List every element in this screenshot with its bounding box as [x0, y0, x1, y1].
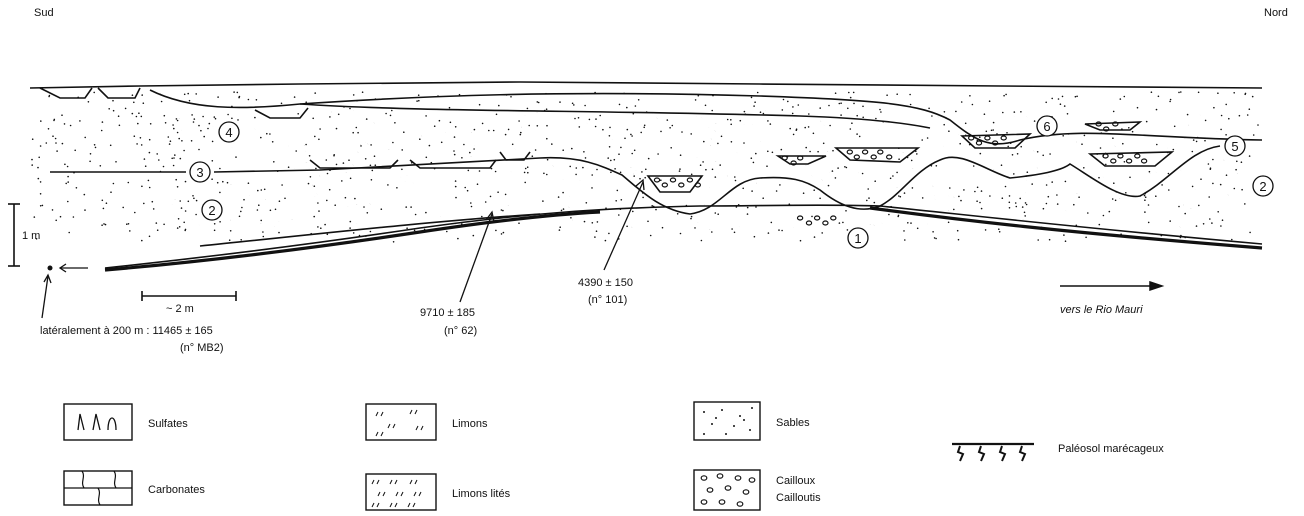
- svg-text:5: 5: [1231, 139, 1238, 154]
- horizontal-scale-label: ~ 2 m: [166, 303, 194, 315]
- pebble-icon: [654, 178, 659, 182]
- vertical-scale-label: 1 m: [22, 230, 40, 242]
- dating-62-value: 9710 ± 185: [420, 307, 475, 319]
- legend-carbonates: Carbonates: [64, 471, 205, 505]
- pebble-icon: [798, 156, 803, 160]
- dating-101-value: 4390 ± 150: [578, 277, 633, 289]
- legend-limons: Limons: [366, 404, 488, 440]
- legend-limons-label: Limons: [452, 418, 488, 430]
- pebble-icon: [976, 141, 981, 145]
- pebble-icon: [1127, 159, 1132, 163]
- paleosol-symbol-icon: [958, 446, 1025, 461]
- unit-label-6: 6: [1037, 116, 1057, 136]
- lateral-dating-label: latéralement à 200 m : 11465 ± 165: [40, 325, 213, 337]
- pebble-icon: [871, 155, 876, 159]
- pebble-icon: [831, 216, 836, 220]
- dating-101-sample: (n° 101): [588, 294, 627, 306]
- pebble-icon: [878, 150, 883, 154]
- ground-surface-line: [30, 82, 1262, 88]
- pebble-icon: [815, 216, 820, 220]
- unit-label-2-left: 2: [202, 200, 222, 220]
- legend-sulfates: Sulfates: [64, 404, 188, 440]
- legend: Sulfates Carbonates Limons Limons lités: [64, 402, 1164, 510]
- unit-label-4: 4: [219, 122, 239, 142]
- svg-text:2: 2: [208, 203, 215, 218]
- direction-label: vers le Rio Mauri: [1060, 304, 1143, 316]
- upper-inner-line: [300, 104, 930, 128]
- svg-text:6: 6: [1043, 119, 1050, 134]
- pebble-icon: [1118, 154, 1123, 158]
- legend-paleosol-label: Paléosol marécageux: [1058, 443, 1164, 455]
- legend-cailloux-label: Cailloux: [776, 475, 816, 487]
- lateral-arrow: [60, 264, 88, 272]
- lateral-sample-label: (n° MB2): [180, 342, 224, 354]
- carbonate-block: [40, 88, 140, 98]
- upper-channel-line: [150, 90, 1262, 144]
- orientation-nord-label: Nord: [1264, 7, 1288, 19]
- dating-101-pointer: [604, 180, 644, 270]
- pebble-icon: [662, 183, 667, 187]
- unit-label-1: 1: [848, 228, 868, 248]
- legend-cailloutis-label: Cailloutis: [776, 492, 821, 504]
- dating-62-sample: (n° 62): [444, 325, 477, 337]
- pebble-icon: [670, 178, 675, 182]
- unit-label-2-right: 2: [1253, 176, 1273, 196]
- unit-label-5: 5: [1225, 136, 1245, 156]
- svg-text:2: 2: [1259, 179, 1266, 194]
- carbonate-lens: [255, 108, 308, 118]
- pebble-icon: [887, 155, 892, 159]
- orientation-sud-label: Sud: [34, 7, 54, 19]
- pebble-icon: [687, 178, 692, 182]
- lower-boundary-line: [105, 205, 1262, 268]
- legend-limons-lites: Limons lités: [366, 474, 511, 510]
- lateral-sample-point: [48, 266, 53, 271]
- lateral-pointer: [42, 275, 51, 318]
- legend-paleosol: Paléosol marécageux: [952, 443, 1164, 461]
- pebble-icon: [823, 221, 828, 225]
- unit3-boundary-line: [50, 146, 1220, 214]
- unit-label-3: 3: [190, 162, 210, 182]
- pebble-icon: [1135, 154, 1140, 158]
- legend-sables-label: Sables: [776, 417, 810, 429]
- pebble-icon: [969, 136, 974, 140]
- cross-section: [30, 82, 1262, 270]
- svg-text:1: 1: [854, 231, 861, 246]
- pebble-icon: [806, 221, 811, 225]
- pebble-icon: [854, 155, 859, 159]
- pebble-marks: [654, 122, 1146, 225]
- pebble-icon: [985, 136, 990, 140]
- horizontal-scale-bar: [142, 291, 236, 301]
- pebble-icon: [1104, 127, 1109, 131]
- unit-labels: 4 3 2 1 6 5 2: [190, 116, 1273, 248]
- pebble-icon: [782, 156, 787, 160]
- legend-carbonates-label: Carbonates: [148, 484, 205, 496]
- vertical-scale-bar: [8, 204, 20, 266]
- pebble-icon: [863, 150, 868, 154]
- pebble-icon: [1113, 122, 1118, 126]
- paleosol-band-line: [105, 208, 1262, 270]
- legend-sables: Sables: [694, 402, 810, 440]
- svg-text:4: 4: [225, 125, 232, 140]
- legend-limons-lites-label: Limons lités: [452, 488, 511, 500]
- svg-text:3: 3: [196, 165, 203, 180]
- pebble-icon: [791, 161, 796, 165]
- pebble-icon: [1001, 136, 1006, 140]
- legend-sulfates-label: Sulfates: [148, 418, 188, 430]
- pebble-icon: [679, 183, 684, 187]
- legend-cailloux: Cailloux Cailloutis: [694, 470, 821, 510]
- pebble-icon: [847, 150, 852, 154]
- pebble-icon: [1111, 159, 1116, 163]
- pebble-icon: [798, 216, 803, 220]
- pebble-icon: [1142, 159, 1147, 163]
- direction-arrow: [1060, 282, 1162, 290]
